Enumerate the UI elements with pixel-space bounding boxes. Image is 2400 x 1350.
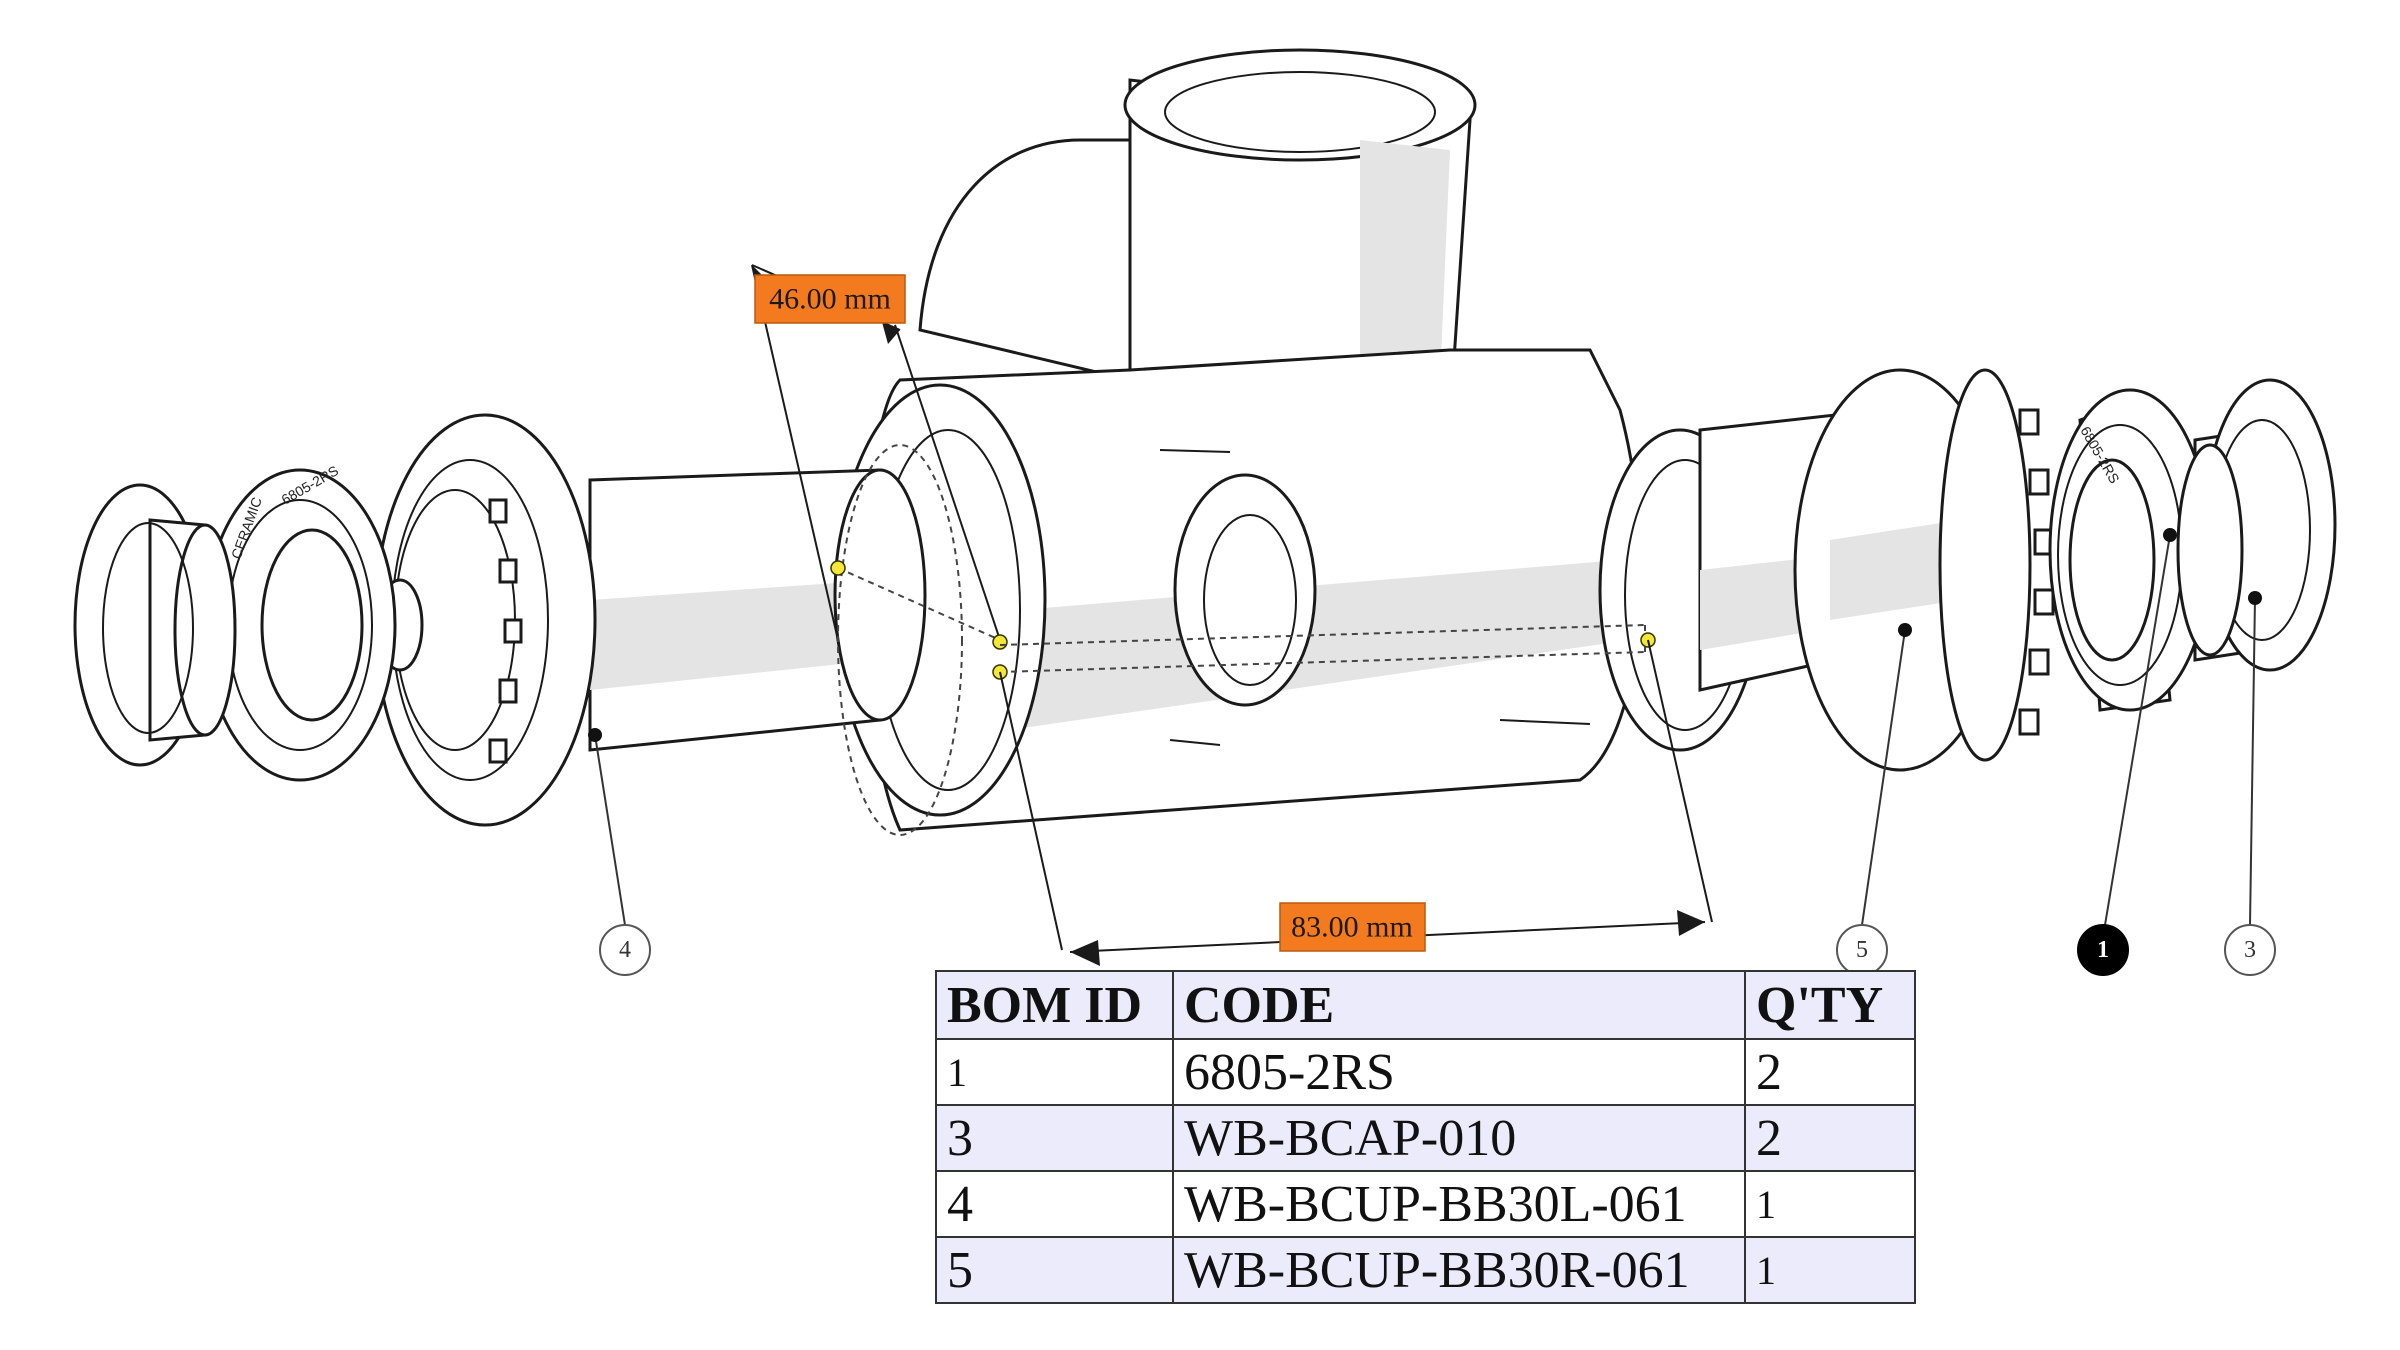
balloon-5-label: 5: [1856, 937, 1868, 963]
left-bearing-cup[interactable]: [373, 413, 927, 827]
balloon-5[interactable]: 5: [1836, 623, 1912, 976]
balloon-4-label: 4: [619, 937, 631, 963]
bom-cell-qty: 2: [1744, 1038, 1916, 1106]
balloon-1-label: 1: [2097, 937, 2109, 963]
balloon-1[interactable]: 1: [2077, 528, 2177, 976]
bom-cell-id: 5: [935, 1236, 1174, 1304]
table-row[interactable]: 4 WB-BCUP-BB30L-061 1: [935, 1170, 1916, 1238]
bom-cell-code: WB-BCAP-010: [1172, 1104, 1746, 1172]
bom-cell-code: 6805-2RS: [1172, 1038, 1746, 1106]
bom-cell-qty: 1: [1744, 1170, 1916, 1238]
table-row[interactable]: 5 WB-BCUP-BB30R-061 1: [935, 1236, 1916, 1304]
bom-header-id[interactable]: BOM ID: [935, 970, 1174, 1040]
table-row[interactable]: 1 6805-2RS 2: [935, 1038, 1916, 1106]
bom-cell-id: 3: [935, 1104, 1174, 1172]
bom-header-qty[interactable]: Q'TY: [1744, 970, 1916, 1040]
dimension-46mm[interactable]: 46.00 mm: [751, 264, 1008, 836]
bom-header-row: BOM ID CODE Q'TY: [935, 970, 1916, 1040]
balloon-3-label: 3: [2244, 937, 2256, 963]
dimension-83mm-label: 83.00 mm: [1291, 911, 1413, 944]
bom-cell-qty: 2: [1744, 1104, 1916, 1172]
bom-cell-id: 4: [935, 1170, 1174, 1238]
left-bearing[interactable]: 6805-2RS CERAMIC: [203, 462, 397, 782]
right-bearing-cup[interactable]: [1698, 368, 2055, 772]
table-row[interactable]: 3 WB-BCAP-010 2: [935, 1104, 1916, 1172]
balloon-3[interactable]: 3: [2224, 591, 2276, 976]
right-bearing[interactable]: 6805-2RS: [2048, 388, 2212, 712]
dimension-83mm[interactable]: 83.00 mm: [992, 624, 1713, 966]
balloon-4[interactable]: 4: [588, 728, 651, 976]
right-bearing-cap[interactable]: [2176, 378, 2337, 672]
dimension-46mm-label: 46.00 mm: [769, 283, 891, 316]
bom-cell-code: WB-BCUP-BB30L-061: [1172, 1170, 1746, 1238]
bom-header-code[interactable]: CODE: [1172, 970, 1746, 1040]
bom-table: BOM ID CODE Q'TY 1 6805-2RS 2 3 WB-BCAP-…: [935, 970, 1916, 1304]
bom-cell-code: WB-BCUP-BB30R-061: [1172, 1236, 1746, 1304]
bom-cell-qty: 1: [1744, 1236, 1916, 1304]
frame-shell[interactable]: [833, 48, 1762, 832]
bom-cell-id: 1: [935, 1038, 1174, 1106]
left-bearing-cap[interactable]: [73, 483, 237, 767]
